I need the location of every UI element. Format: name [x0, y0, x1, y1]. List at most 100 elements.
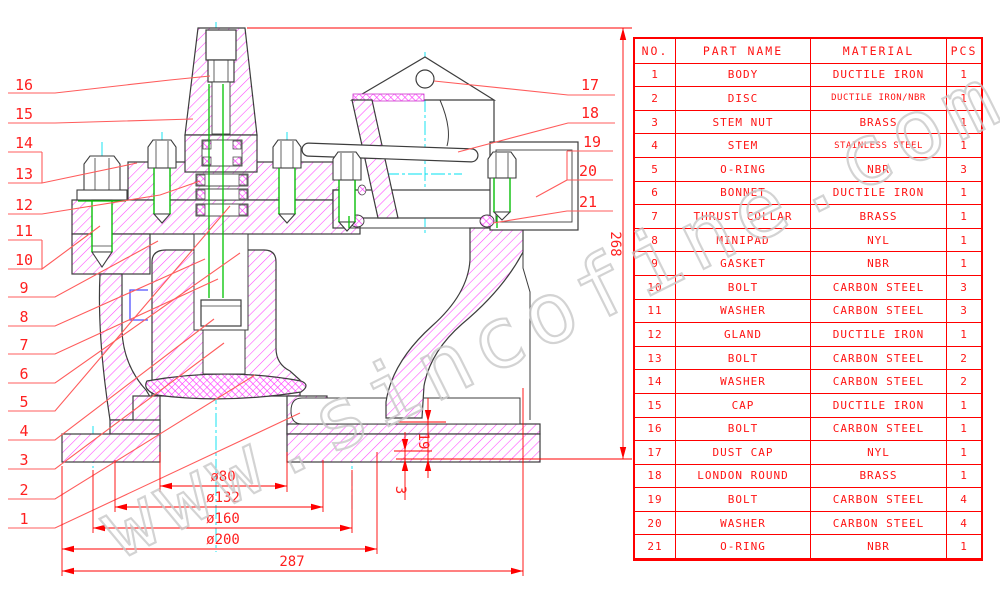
callout-10: 10: [15, 251, 33, 269]
callout-7: 7: [19, 336, 28, 354]
cell-part-name: BOLT: [676, 275, 811, 299]
cell-no: 4: [635, 134, 676, 157]
cell-material: DUCTILE IRON: [811, 63, 947, 87]
bolt-bonnet-right: [272, 139, 302, 224]
cell-pcs: 1: [960, 115, 968, 129]
disc-section: [145, 373, 307, 400]
cell-no: 19: [635, 488, 676, 511]
callout-19: 19: [583, 133, 601, 151]
callout-numbers: 16 15 14 13 12 11 10 9 8 7 6 5 4 3 2 1 1…: [15, 76, 601, 528]
callout-17: 17: [581, 76, 599, 94]
callout-14: 14: [15, 134, 33, 152]
dim-overall-width: 287: [279, 554, 304, 570]
cell-pcs: 1: [960, 186, 968, 200]
bolt-dust-cap-box: [487, 151, 517, 221]
cell-pcs: 1: [960, 91, 968, 105]
packing-rings: [195, 173, 249, 217]
body-sections: [61, 27, 541, 463]
cell-part-name: O-RING: [676, 535, 811, 559]
cell-pcs: 1: [960, 327, 968, 341]
cell-no: 8: [635, 228, 676, 252]
london-round-lever: [301, 142, 479, 163]
cell-pcs: 1: [960, 469, 968, 483]
cell-material: NBR: [811, 157, 947, 181]
cell-material: DUCTILE IRON: [811, 323, 947, 346]
parts-table-header: NO. PART NAME MATERIAL PCS: [635, 39, 981, 64]
cell-pcs: 1: [960, 233, 968, 247]
cell-no: 9: [635, 252, 676, 275]
cell-no: 17: [635, 441, 676, 464]
callout-5: 5: [19, 393, 28, 411]
cell-part-name: BOLT: [676, 417, 811, 441]
header-no: NO.: [635, 39, 676, 63]
callout-6: 6: [19, 365, 28, 383]
cell-part-name: LONDON ROUND: [676, 464, 811, 488]
cell-material: DUCTILE IRON: [811, 393, 947, 417]
cell-material: NYL: [811, 441, 947, 464]
header-material: MATERIAL: [811, 39, 947, 63]
dimension-labels: ø80 ø132 ø160 ø200 287 268 19 3: [206, 231, 623, 570]
cell-material: NBR: [811, 535, 947, 559]
dimension-lines: [61, 27, 632, 576]
cell-pcs: 1: [960, 398, 968, 412]
cell-part-name: O-RING: [676, 157, 811, 181]
cell-part-name: BODY: [676, 63, 811, 87]
dim-flange-thickness: 19: [415, 433, 431, 450]
cell-part-name: STEM: [676, 134, 811, 157]
callout-2: 2: [19, 481, 28, 499]
cell-part-name: DUST CAP: [676, 441, 811, 464]
cell-part-name: BOLT: [676, 488, 811, 511]
cell-pcs: 1: [960, 445, 968, 459]
cell-part-name: WASHER: [676, 370, 811, 393]
callout-leaders: [8, 75, 615, 529]
cell-material: DUCTILE IRON: [811, 181, 947, 205]
bolts: [76, 139, 517, 268]
minipad-blue-bracket: [129, 289, 148, 321]
cell-pcs: 1: [960, 68, 968, 82]
cell-part-name: BONNET: [676, 181, 811, 205]
cell-no: 12: [635, 323, 676, 346]
cell-material: NYL: [811, 228, 947, 252]
cell-no: 3: [635, 110, 676, 134]
cell-part-name: DISC: [676, 87, 811, 110]
stem-green-lines: [78, 84, 511, 298]
callout-9: 9: [19, 279, 28, 297]
cell-pcs: 3: [960, 280, 968, 294]
cell-material: BRASS: [811, 110, 947, 134]
dim-bore: ø80: [210, 469, 235, 485]
callout-15: 15: [15, 105, 33, 123]
body-right-wall: [385, 227, 524, 419]
callout-3: 3: [19, 451, 28, 469]
cell-material: CARBON STEEL: [811, 370, 947, 393]
dimension-arrows: [62, 28, 627, 575]
callout-20: 20: [579, 162, 597, 180]
cell-no: 15: [635, 393, 676, 417]
o-ring-21-right: [479, 214, 495, 228]
cell-pcs: 1: [960, 139, 968, 153]
dust-cap-hole: [415, 69, 435, 89]
cell-no: 6: [635, 181, 676, 205]
callout-21: 21: [579, 193, 597, 211]
dim-overall-height: 268: [607, 231, 623, 256]
cell-material: CARBON STEEL: [811, 299, 947, 323]
bolt-bonnet-left: [147, 139, 177, 224]
callout-13: 13: [15, 165, 33, 183]
cell-no: 7: [635, 205, 676, 228]
cell-pcs: 1: [960, 540, 968, 554]
